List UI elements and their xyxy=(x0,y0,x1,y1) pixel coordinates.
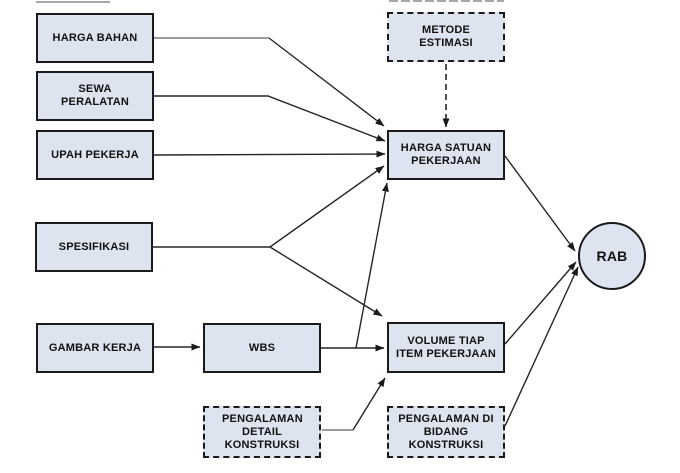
edge-pengalaman-detail-to-volume xyxy=(352,377,386,431)
edge-harga-satuan-to-rab xyxy=(504,155,576,252)
node-metode-estimasi-label: METODE ESTIMASI xyxy=(419,24,473,49)
edge-pengalaman-bidang-to-rab xyxy=(504,266,579,427)
node-pengalaman-detail-label: PENGALAMAN DETAIL KONSTRUKSI xyxy=(222,412,303,451)
node-upah-pekerja: UPAH PEKERJA xyxy=(36,130,154,180)
node-spesifikasi: SPESIFIKASI xyxy=(35,222,153,272)
node-harga-bahan: HARGA BAHAN xyxy=(36,13,154,63)
edge-sewa-peralatan-to-harga-satuan xyxy=(154,95,386,142)
edge-harga-bahan-to-harga-satuan xyxy=(268,37,385,127)
node-sewa-peralatan: SEWA PERALATAN xyxy=(36,71,154,121)
node-pengalaman-detail-konstruksi: PENGALAMAN DETAIL KONSTRUKSI xyxy=(203,406,321,458)
node-rab: RAB xyxy=(578,222,646,290)
node-pengalaman-di-bidang-konstruksi: PENGALAMAN DI BIDANG KONSTRUKSI xyxy=(387,406,505,458)
node-sewa-peralatan-label: SEWA PERALATAN xyxy=(61,83,129,108)
node-spesifikasi-label: SPESIFIKASI xyxy=(58,240,130,253)
node-wbs-label: WBS xyxy=(248,341,276,354)
node-metode-estimasi: METODE ESTIMASI xyxy=(387,12,505,62)
edge-spesifikasi-to-volume-item xyxy=(269,246,383,317)
node-upah-pekerja-label: UPAH PEKERJA xyxy=(51,148,139,161)
node-rab-label: RAB xyxy=(596,248,628,264)
node-harga-bahan-label: HARGA BAHAN xyxy=(52,31,138,44)
node-wbs: WBS xyxy=(203,323,321,373)
edge-wbs-to-harga-satuan xyxy=(355,182,389,349)
node-volume-item-label: VOLUME TIAP ITEM PEKERJAAN xyxy=(396,334,496,360)
node-gambar-kerja-label: GAMBAR KERJA xyxy=(48,341,142,354)
edge-upah-pekerja-to-harga-satuan xyxy=(153,150,386,158)
node-gambar-kerja: GAMBAR KERJA xyxy=(36,323,154,373)
edge-spesifikasi-to-harga-satuan xyxy=(269,165,385,248)
edge-volume-item-to-rab xyxy=(504,261,577,345)
node-harga-satuan-pekerjaan: HARGA SATUAN PEKERJAAN xyxy=(387,130,505,180)
node-harga-satuan-label: HARGA SATUAN PEKERJAAN xyxy=(400,142,492,167)
node-volume-tiap-item-pekerjaan: VOLUME TIAP ITEM PEKERJAAN xyxy=(387,322,505,373)
node-pengalaman-bidang-label: PENGALAMAN DI BIDANG KONSTRUKSI xyxy=(398,412,494,451)
